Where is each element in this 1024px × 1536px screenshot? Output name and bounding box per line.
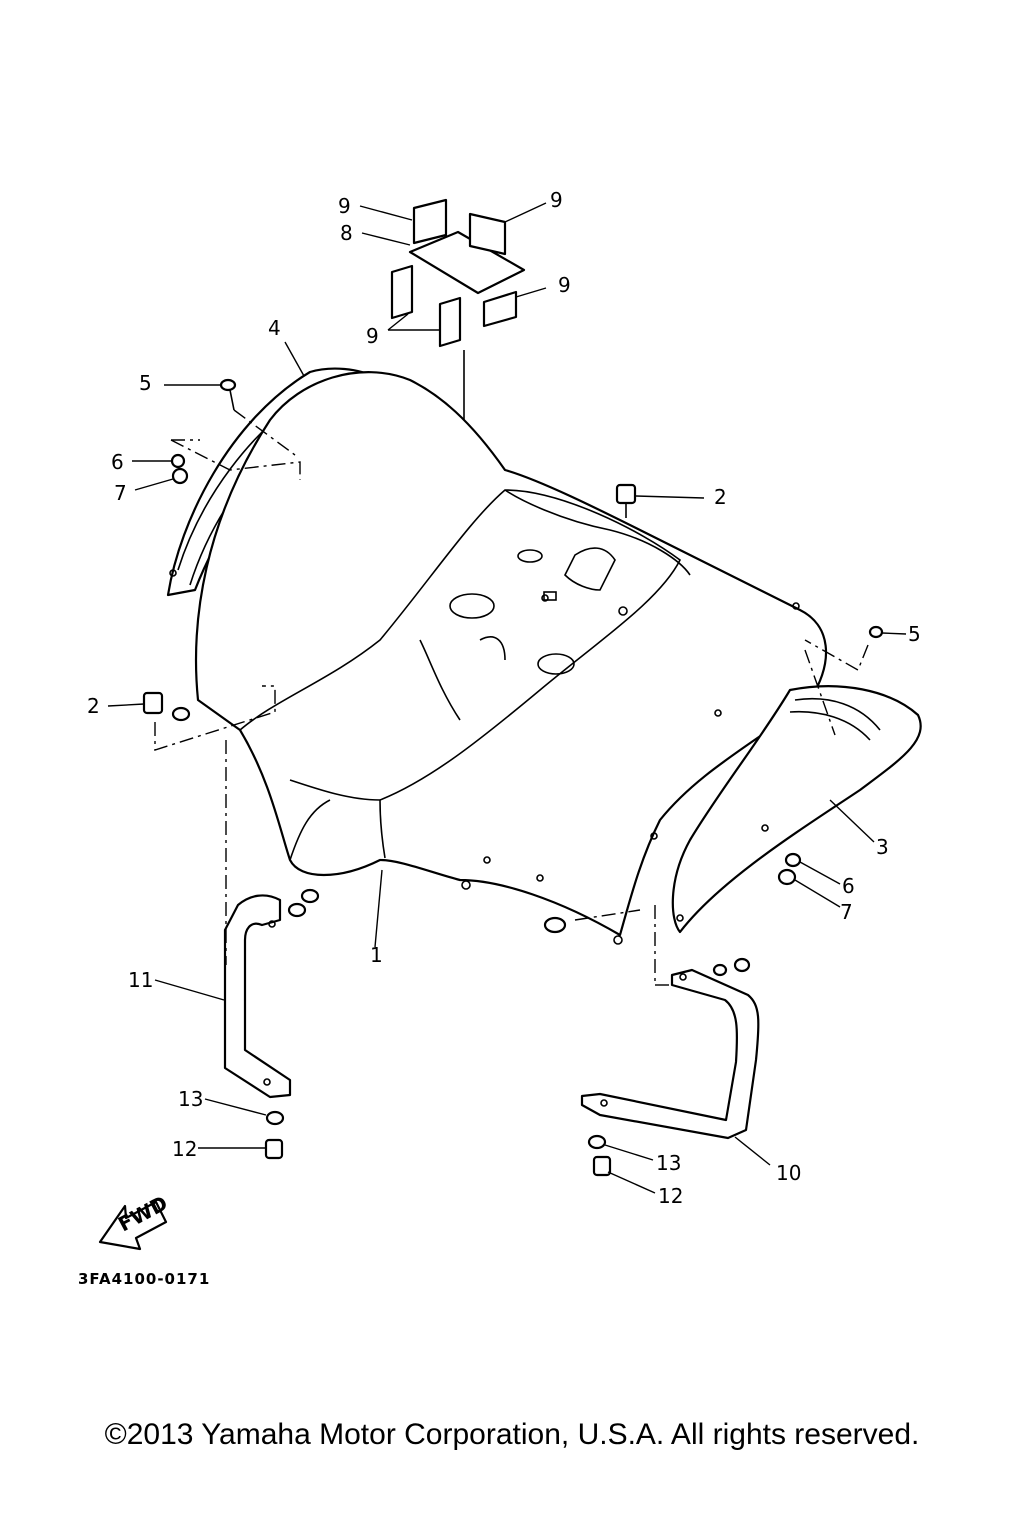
- callout-12: 12: [172, 1137, 197, 1161]
- plate-8: [408, 230, 526, 295]
- callout-12: 12: [658, 1184, 683, 1208]
- callout-6: 6: [842, 874, 855, 898]
- leader-lines: [107, 202, 907, 1194]
- callout-9: 9: [558, 273, 571, 297]
- callout-4: 4: [268, 316, 281, 340]
- callout-6: 6: [111, 450, 124, 474]
- callout-5: 5: [908, 622, 921, 646]
- callout-13: 13: [178, 1087, 203, 1111]
- reflector-9-left-a: [390, 264, 414, 320]
- callout-2: 2: [87, 694, 100, 718]
- callout-7: 7: [114, 481, 127, 505]
- callout-2: 2: [714, 485, 727, 509]
- bracket-10: [580, 968, 760, 1140]
- reflector-9-top-right: [468, 212, 507, 256]
- callout-7: 7: [840, 900, 853, 924]
- diagram-code: 3FA4100-0171: [78, 1270, 211, 1288]
- alignment-lines: [154, 409, 869, 986]
- callout-8: 8: [340, 221, 353, 245]
- callout-9: 9: [366, 324, 379, 348]
- callout-11: 11: [128, 968, 153, 992]
- callout-10: 10: [776, 1161, 801, 1185]
- bracket-11: [223, 894, 292, 1099]
- mud-flap-right-3: [671, 685, 922, 934]
- reflector-9-right: [482, 290, 518, 328]
- reflector-9-top-left: [412, 198, 448, 245]
- callout-13: 13: [656, 1151, 681, 1175]
- callout-3: 3: [876, 835, 889, 859]
- callout-1: 1: [370, 943, 383, 967]
- hardware: [142, 378, 884, 1177]
- callout-9: 9: [338, 194, 351, 218]
- callout-5: 5: [139, 371, 152, 395]
- rear-fender-1: [194, 371, 828, 945]
- copyright-notice: ©2013 Yamaha Motor Corporation, U.S.A. A…: [104, 1418, 920, 1451]
- callout-9: 9: [550, 188, 563, 212]
- fwd-arrow-icon: FWD: [98, 1191, 172, 1251]
- callout-labels: 9 9 8 9 9 4 5 6 7 2 2 5 3 6 7 1 11 13 12…: [87, 188, 921, 1208]
- reflector-plate-group: [390, 198, 526, 720]
- reflector-9-left-b: [438, 296, 462, 348]
